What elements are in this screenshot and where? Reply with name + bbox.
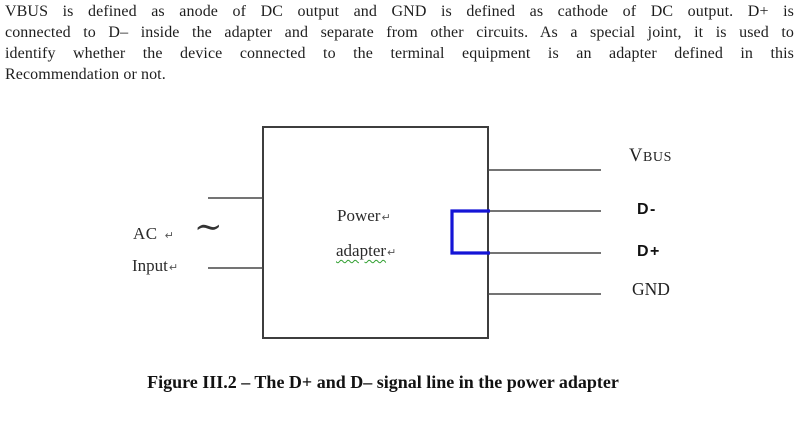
return-mark-icon: ↵ bbox=[168, 261, 179, 274]
adapter-box bbox=[262, 126, 489, 339]
body-paragraph: VBUS is defined as anode of DC output an… bbox=[5, 1, 794, 85]
vbus-label: VBUS bbox=[629, 146, 673, 166]
paragraph-line-1: VBUS is defined as anode of DC output an… bbox=[5, 3, 794, 20]
box-label-power: Power↵ bbox=[337, 206, 391, 228]
dplus-dminus-joint-bracket bbox=[450, 209, 490, 255]
return-mark-icon: ↵ bbox=[164, 229, 175, 242]
paragraph-line-3: identify whether the device connected to… bbox=[5, 45, 794, 62]
power-adapter-diagram bbox=[208, 126, 601, 339]
paragraph-line-2: connected to D– inside the adapter and s… bbox=[5, 24, 794, 41]
box-label-adapter: adapter↵ bbox=[336, 241, 396, 263]
figure-caption: Figure III.2 – The D+ and D– signal line… bbox=[147, 372, 619, 392]
input-label: Input↵ bbox=[132, 256, 178, 278]
input-label-text: Input bbox=[132, 256, 168, 275]
gnd-label: GND bbox=[632, 279, 670, 299]
d-plus-label: D+ bbox=[637, 243, 661, 260]
paragraph-line-4: Recommendation or not. bbox=[5, 66, 166, 83]
adapter-label-text: adapter bbox=[336, 241, 387, 260]
ac-label-text: AC bbox=[133, 224, 158, 243]
power-label-text: Power bbox=[337, 206, 381, 225]
ac-tilde-icon: ∼ bbox=[194, 209, 223, 246]
d-minus-label: D- bbox=[637, 201, 657, 218]
return-mark-icon: ↵ bbox=[387, 246, 397, 259]
ac-label: AC ↵ bbox=[133, 224, 174, 246]
return-mark-icon: ↵ bbox=[381, 211, 391, 224]
